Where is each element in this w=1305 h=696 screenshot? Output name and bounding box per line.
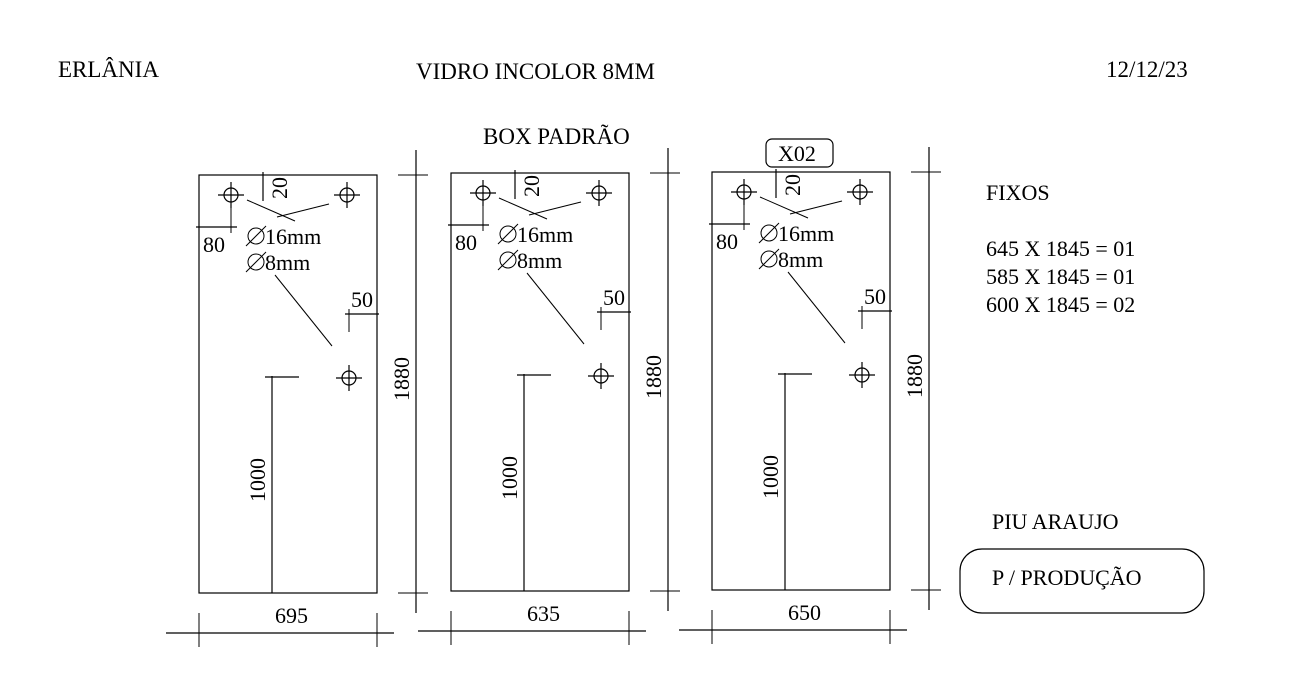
leader-to-note-right xyxy=(528,201,582,216)
handle-height-label: 1000 xyxy=(758,455,783,499)
mid-offset-label: 50 xyxy=(603,285,625,310)
hole-large-label: 16mm xyxy=(778,221,834,246)
diameter-slash xyxy=(758,248,780,270)
handle-height-label: 1000 xyxy=(245,458,270,502)
top-offset-label: 20 xyxy=(519,175,544,197)
width-label: 650 xyxy=(788,600,821,625)
diameter-circle xyxy=(760,250,778,268)
height-label: 1880 xyxy=(902,354,927,398)
diameter-circle xyxy=(499,251,517,269)
top-offset-label: 20 xyxy=(267,177,292,199)
mid-hole xyxy=(588,363,614,389)
author-name: PIU ARAUJO xyxy=(992,509,1119,534)
leader-to-mid-hole xyxy=(526,272,585,345)
diameter-symbol-small xyxy=(758,248,780,270)
diameter-symbol-large xyxy=(497,223,519,245)
diameter-slash xyxy=(497,249,519,271)
side-offset-label: 80 xyxy=(455,230,477,255)
diameter-slash xyxy=(758,222,780,244)
diameter-circle xyxy=(499,225,517,243)
mid-offset-label: 50 xyxy=(351,287,373,312)
width-label: 695 xyxy=(275,603,308,628)
leader-to-mid-hole xyxy=(274,274,333,347)
top-right-hole xyxy=(334,182,360,208)
mid-hole xyxy=(849,362,875,388)
diameter-symbol-small xyxy=(245,251,267,273)
panel-outline xyxy=(450,172,630,592)
diameter-slash xyxy=(245,225,267,247)
top-right-hole xyxy=(847,179,873,205)
drawing-subtitle: BOX PADRÃO xyxy=(483,124,630,149)
hole-large-label: 16mm xyxy=(265,224,321,249)
fixed-panel-item-2: 585 X 1845 = 01 xyxy=(986,264,1135,289)
height-label: 1880 xyxy=(641,355,666,399)
fixed-panel-item-1: 645 X 1845 = 01 xyxy=(986,236,1135,261)
diameter-slash xyxy=(245,251,267,273)
height-label: 1880 xyxy=(389,357,414,401)
panel-tag-label: X02 xyxy=(778,141,816,166)
handle-height-label: 1000 xyxy=(497,456,522,500)
leader-to-note-left xyxy=(498,197,548,220)
diameter-symbol-large xyxy=(245,225,267,247)
fixed-panel-item-3: 600 X 1845 = 02 xyxy=(986,292,1135,317)
hole-small-label: 8mm xyxy=(778,247,823,272)
side-offset-label: 80 xyxy=(203,232,225,257)
status-box xyxy=(959,548,1205,614)
diameter-circle xyxy=(247,253,265,271)
leader-to-mid-hole xyxy=(787,271,846,344)
top-right-hole xyxy=(586,180,612,206)
hole-small-label: 8mm xyxy=(517,248,562,273)
panel-tag-box xyxy=(765,138,834,168)
top-offset-label: 20 xyxy=(780,174,805,196)
side-offset-label: 80 xyxy=(716,229,738,254)
leader-to-note-right xyxy=(276,203,330,218)
status-text: P / PRODUÇÃO xyxy=(992,565,1142,590)
diameter-symbol-small xyxy=(497,249,519,271)
diameter-circle xyxy=(760,224,778,242)
mid-offset-label: 50 xyxy=(864,284,886,309)
leader-to-note-left xyxy=(246,199,296,222)
diameter-slash xyxy=(497,223,519,245)
fixed-panels-title: FIXOS xyxy=(986,180,1050,205)
client-name: ERLÂNIA xyxy=(58,57,159,82)
panel-outline xyxy=(711,171,891,591)
mid-hole xyxy=(336,365,362,391)
leader-to-note-right xyxy=(789,200,843,215)
diameter-circle xyxy=(247,227,265,245)
width-label: 635 xyxy=(527,601,560,626)
material-title: VIDRO INCOLOR 8MM xyxy=(416,59,655,84)
hole-large-label: 16mm xyxy=(517,222,573,247)
drawing-date: 12/12/23 xyxy=(1106,57,1188,82)
diameter-symbol-large xyxy=(758,222,780,244)
hole-small-label: 8mm xyxy=(265,250,310,275)
panel-outline xyxy=(198,174,378,594)
leader-to-note-left xyxy=(759,196,809,219)
